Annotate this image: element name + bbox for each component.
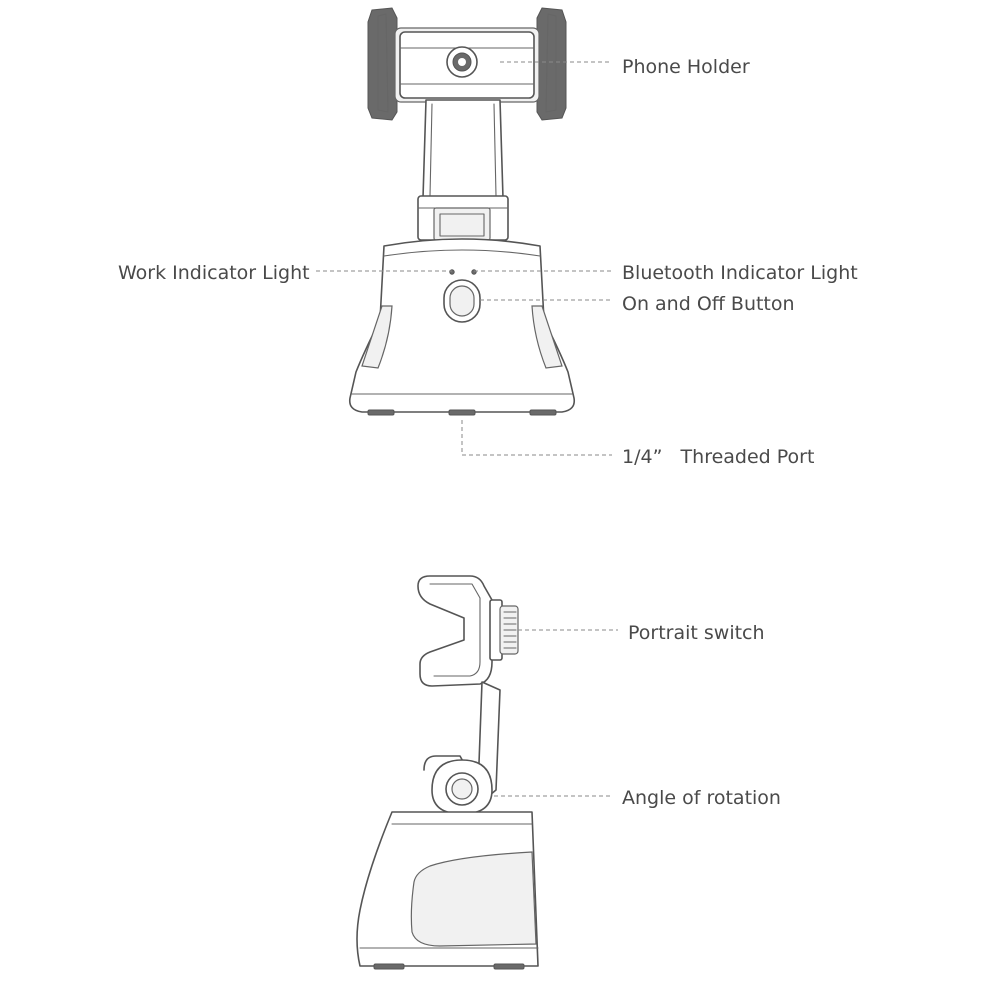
side-clamp bbox=[417, 575, 493, 687]
angle-of-rotation-label: Angle of rotation bbox=[622, 787, 781, 809]
bluetooth-indicator-dot bbox=[471, 269, 477, 275]
phone-holder-clamp bbox=[367, 7, 567, 121]
front-base bbox=[348, 238, 576, 416]
rotation-joint bbox=[431, 759, 493, 815]
leader-threaded-port bbox=[461, 420, 612, 456]
phone-holder-label: Phone Holder bbox=[622, 56, 750, 78]
portrait-switch-label: Portrait switch bbox=[628, 622, 765, 644]
work-indicator-dot bbox=[449, 269, 455, 275]
bluetooth-indicator-light-label: Bluetooth Indicator Light bbox=[622, 262, 858, 284]
side-view-device bbox=[356, 575, 539, 970]
portrait-switch-knob bbox=[489, 599, 519, 661]
threaded-port-label: 1/4” Threaded Port bbox=[622, 446, 814, 468]
work-indicator-light-label: Work Indicator Light bbox=[118, 262, 310, 284]
on-off-button-label: On and Off Button bbox=[622, 293, 795, 315]
front-view-device bbox=[348, 7, 576, 416]
vertical-arm bbox=[422, 99, 504, 199]
leader-lines bbox=[316, 61, 618, 797]
rotating-neck bbox=[417, 195, 509, 241]
side-base bbox=[356, 811, 539, 970]
labels: Phone Holder Work Indicator Light Blueto… bbox=[118, 56, 858, 809]
